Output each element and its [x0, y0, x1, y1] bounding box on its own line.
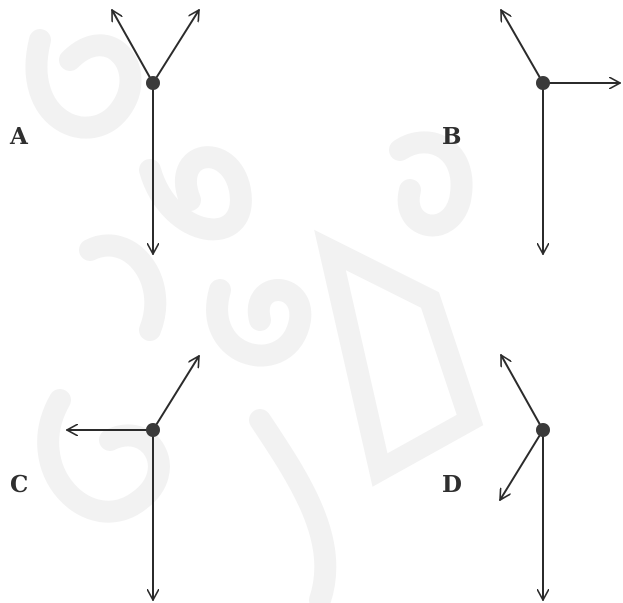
panel-label-b: B: [442, 123, 461, 150]
panel-label-c: C: [10, 471, 28, 498]
arrow-lower-left: [499, 429, 544, 501]
arrow-upper-left: [500, 354, 544, 431]
panel-d: D: [442, 354, 550, 601]
panel-c: C: [10, 355, 200, 601]
arrow-upper-left: [500, 9, 544, 84]
panel-b: B: [442, 9, 621, 255]
arrow-upper-right: [152, 355, 200, 431]
panel-a: A: [9, 9, 200, 255]
point-dot: [146, 423, 160, 437]
arrow-upper-right: [152, 9, 200, 84]
point-dot: [536, 423, 550, 437]
point-dot: [536, 76, 550, 90]
panel-label-d: D: [442, 471, 462, 498]
panel-label-a: A: [9, 123, 29, 150]
point-dot: [146, 76, 160, 90]
arrow-upper-left: [111, 9, 154, 84]
